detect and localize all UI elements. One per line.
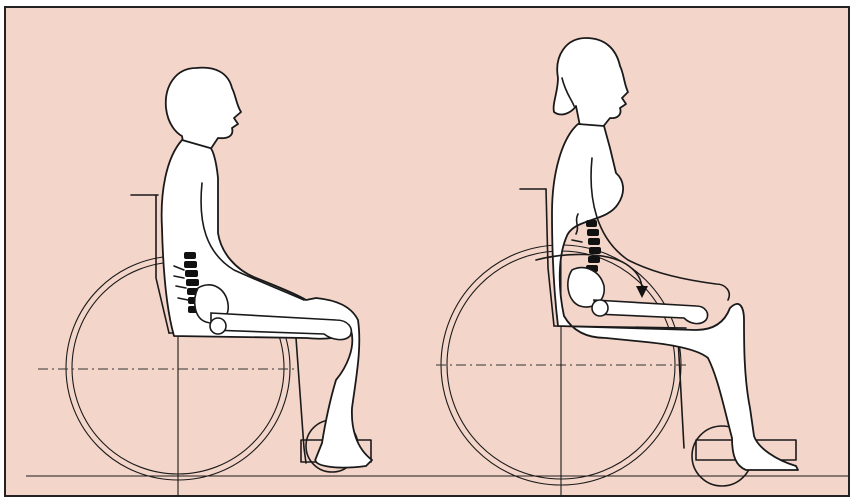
pelvic-tilt-arrowhead bbox=[636, 286, 648, 298]
left-hip-joint bbox=[210, 318, 226, 334]
right-head bbox=[554, 38, 628, 128]
illustration-frame bbox=[4, 6, 850, 497]
wheelchair-posture-illustration bbox=[6, 8, 848, 495]
left-figure bbox=[162, 68, 372, 468]
right-figure bbox=[536, 38, 798, 470]
left-head bbox=[166, 68, 241, 150]
right-hip-joint bbox=[592, 300, 608, 316]
right-femur-bone bbox=[594, 300, 708, 324]
